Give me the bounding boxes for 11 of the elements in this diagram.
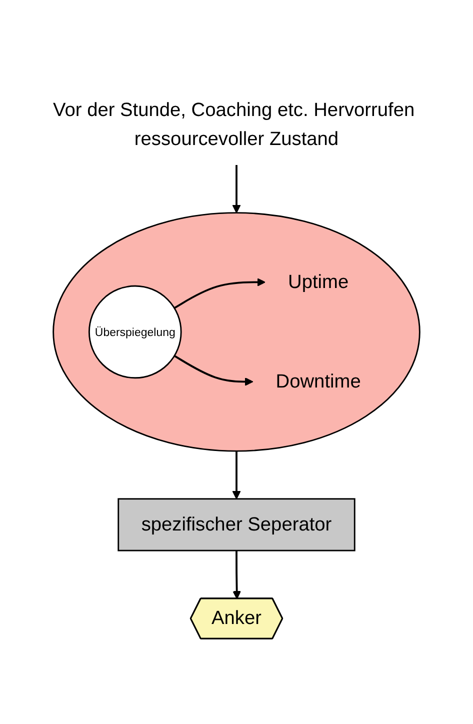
arrow bbox=[232, 451, 241, 500]
arrow bbox=[232, 550, 242, 600]
cluster bbox=[52, 212, 420, 452]
arrow bbox=[174, 355, 254, 386]
arrow bbox=[232, 165, 241, 214]
arrow bbox=[174, 278, 266, 310]
node-circle: Überspiegelung bbox=[88, 286, 182, 379]
node-box: spezifischer Seperator bbox=[118, 498, 356, 552]
node-text: Downtime bbox=[276, 372, 361, 393]
node-text: Uptime bbox=[288, 272, 349, 294]
node-text: Vor der Stunde, Coaching etc. Hervorrufen ressourcevoller Zustand bbox=[53, 100, 415, 150]
